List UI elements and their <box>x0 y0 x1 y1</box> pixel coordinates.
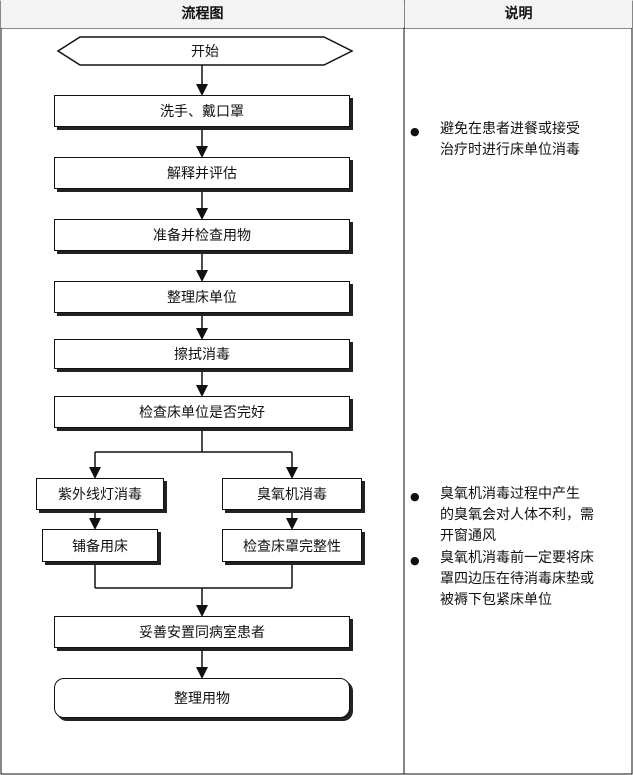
bullet-icon: ● <box>410 554 420 567</box>
note-line: 被褥下包紧床单位 <box>440 592 552 608</box>
branch-ozone-disinfect: 臭氧机消毒 <box>222 478 362 510</box>
end-node: 整理用物 <box>54 678 350 718</box>
note-ozone-cover: 臭氧机消毒前一定要将床 罩四边压在待消毒床垫或 被褥下包紧床单位 <box>440 548 594 611</box>
start-node <box>56 36 354 66</box>
bullet-icon: ● <box>410 125 420 138</box>
branch-uv-disinfect: 紫外线灯消毒 <box>36 478 164 510</box>
step-wash-hands: 洗手、戴口罩 <box>54 95 350 127</box>
note-line: 臭氧机消毒前一定要将床 <box>440 550 594 566</box>
step-explain-assess: 解释并评估 <box>54 157 350 189</box>
step-tidy-bed-unit: 整理床单位 <box>54 281 350 313</box>
note-line: 治疗时进行床单位消毒 <box>440 142 580 158</box>
step-wipe-disinfect: 擦拭消毒 <box>54 339 350 369</box>
note-line: 的臭氧会对人体不利，需 <box>440 507 594 523</box>
notes-column-header: 说明 <box>405 0 632 28</box>
branch-make-bed: 铺备用床 <box>42 529 158 562</box>
note-line: 开窗通风 <box>440 528 496 544</box>
bullet-icon: ● <box>410 490 420 503</box>
step-check-bed-unit: 检查床单位是否完好 <box>54 396 350 428</box>
step-settle-patients: 妥善安置同病室患者 <box>54 616 350 648</box>
connector-lines <box>89 65 298 679</box>
note-line: 避免在患者进餐或接受 <box>440 121 580 137</box>
flowchart-column-header: 流程图 <box>1 0 404 28</box>
note-timing: 避免在患者进餐或接受 治疗时进行床单位消毒 <box>440 119 580 161</box>
branch-check-cover: 检查床罩完整性 <box>222 529 362 562</box>
note-line: 臭氧机消毒过程中产生 <box>440 486 580 502</box>
start-label: 开始 <box>191 44 219 60</box>
note-ozone-ventilation: 臭氧机消毒过程中产生 的臭氧会对人体不利，需 开窗通风 <box>440 484 594 547</box>
step-prepare-supplies: 准备并检查用物 <box>54 219 350 251</box>
note-line: 罩四边压在待消毒床垫或 <box>440 571 594 587</box>
